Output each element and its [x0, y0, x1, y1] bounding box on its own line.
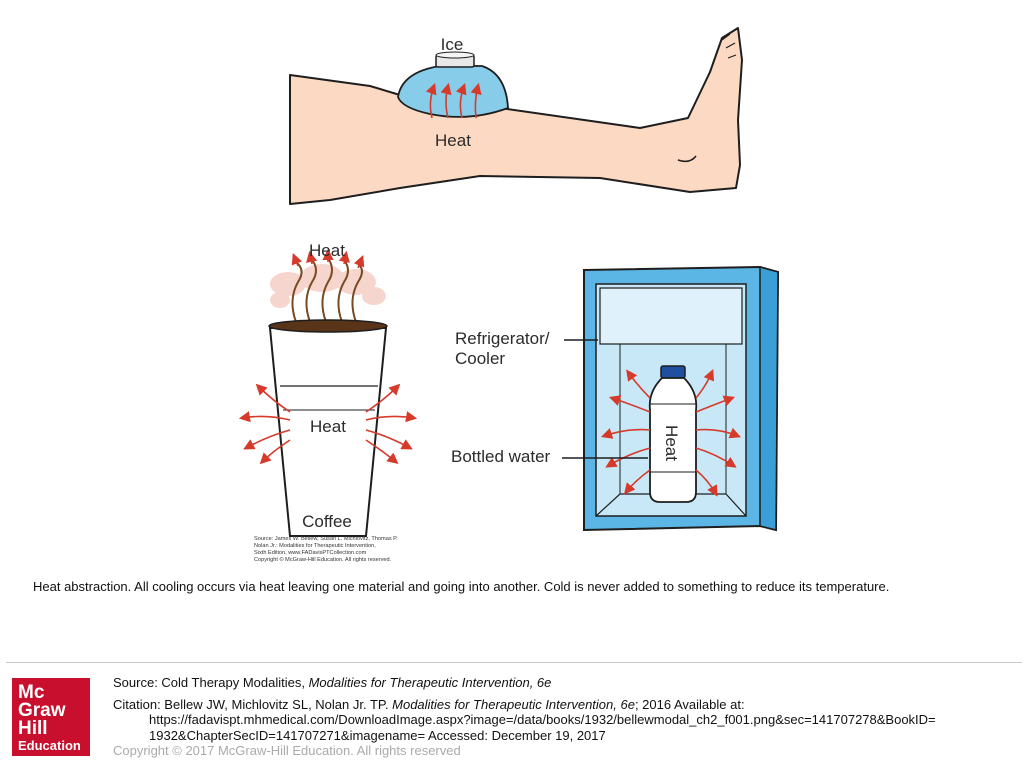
coffee-surface: [268, 319, 388, 333]
footer-citation: Source: Cold Therapy Modalities, Modalit…: [113, 675, 936, 759]
citation-url-line1: https://fadavispt.mhmedical.com/Download…: [149, 712, 936, 727]
heat-arrows-bottle: [600, 369, 741, 497]
steam-arrows: [291, 257, 363, 323]
source-line: Source: Cold Therapy Modalities, Modalit…: [113, 675, 552, 690]
copyright-text: Copyright © 2017 McGraw-Hill Education. …: [113, 743, 461, 758]
svg-text:Nolan Jr.: Modalities for Ther: Nolan Jr.: Modalities for Therapeutic In…: [254, 543, 376, 549]
leg-illustration: [289, 27, 743, 205]
svg-text:Copyright © McGraw-Hill Educat: Copyright © McGraw-Hill Education. All r…: [254, 556, 392, 563]
heat-steam-label: Heat: [309, 241, 345, 260]
fridge-label-line2: Cooler: [455, 349, 505, 368]
svg-text:Source: James W. Bellew, Susan: Source: James W. Bellew, Susan L. Michlo…: [254, 536, 398, 542]
coffee-label: Coffee: [302, 512, 352, 531]
heat-leg-label: Heat: [435, 131, 471, 150]
footer-divider: [6, 662, 1022, 663]
heat-bottle-label: Heat: [662, 425, 681, 461]
heat-abstraction-figure: Ice Heat Heat Heat Coff: [238, 27, 780, 563]
figure-caption: Heat abstraction. All cooling occurs via…: [33, 579, 890, 594]
ice-label: Ice: [441, 35, 464, 54]
fridge-label-line1: Refrigerator/: [455, 329, 550, 348]
ice-pack: [397, 51, 509, 118]
water-bottle: [648, 365, 698, 503]
mcgraw-hill-logo: Mc Graw Hill Education: [12, 678, 90, 756]
freezer-compartment: [599, 287, 743, 345]
citation-url-line2: 1932&ChapterSecID=141707271&imagename= A…: [149, 727, 606, 743]
svg-text:Sixth Edition, www.FADavisPTCo: Sixth Edition, www.FADavisPTCollection.c…: [254, 550, 367, 556]
heat-arrows-leg: [425, 82, 482, 119]
heat-cup-label: Heat: [310, 417, 346, 436]
heat-arrows-cup: [238, 383, 418, 465]
citation-line: Citation: Bellew JW, Michlovitz SL, Nola…: [113, 696, 745, 712]
source-note: Source: James W. Bellew, Susan L. Michlo…: [254, 536, 398, 563]
steam-cloud: [270, 264, 386, 308]
bottled-water-label: Bottled water: [451, 447, 551, 466]
bottle-cap: [660, 365, 686, 379]
coffee-cup: [268, 319, 388, 537]
